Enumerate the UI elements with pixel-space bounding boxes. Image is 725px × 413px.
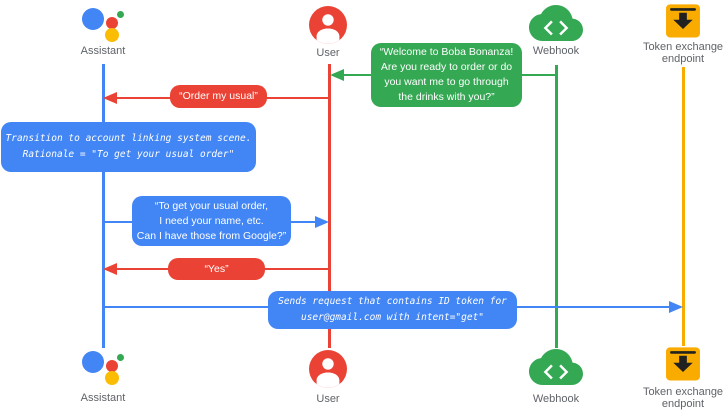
assistant-logo-red-circle xyxy=(106,360,118,372)
assistant-logo-yellow-circle xyxy=(105,28,119,42)
welcome-message-bubble: “Welcome to Boba Bonanza! Are you ready … xyxy=(371,43,522,107)
ask-permission-bubble: “To get your usual order, I need your na… xyxy=(132,196,291,246)
google-assistant-logo-bottom xyxy=(80,348,126,388)
assistant-logo-green-dot xyxy=(117,11,124,18)
token-download-box-icon-bottom xyxy=(664,345,702,387)
assistant-label-bottom: Assistant xyxy=(80,392,126,404)
order-usual-arrowhead-icon xyxy=(103,91,117,104)
ask-permission-arrowhead-icon xyxy=(315,215,329,228)
user-lifeline xyxy=(327,64,331,348)
user-avatar-icon xyxy=(309,6,347,49)
user-label-bottom: User xyxy=(316,393,340,405)
token-endpoint-lifeline xyxy=(681,67,685,346)
assistant-logo-red-circle xyxy=(106,17,118,29)
yes-arrowhead-icon xyxy=(103,262,117,275)
assistant-label-top: Assistant xyxy=(80,45,126,57)
token-download-box-icon xyxy=(664,2,702,44)
assistant-lifeline xyxy=(101,64,105,348)
order-usual-bubble: “Order my usual” xyxy=(170,85,267,108)
user-avatar-icon-bottom xyxy=(309,350,347,393)
yes-bubble: “Yes” xyxy=(168,258,265,280)
send-request-bubble: Sends request that contains ID token for… xyxy=(268,291,517,329)
assistant-logo-yellow-circle xyxy=(105,371,119,385)
user-label-top: User xyxy=(316,47,340,59)
welcome-arrowhead-icon xyxy=(330,68,344,81)
token-endpoint-label-bottom: Token exchange endpoint xyxy=(642,386,724,410)
cloud-code-icon xyxy=(529,5,583,46)
cloud-code-icon-bottom xyxy=(529,349,583,390)
google-assistant-logo xyxy=(80,5,126,45)
transition-note-box: Transition to account linking system sce… xyxy=(1,122,256,172)
assistant-logo-blue-circle xyxy=(82,8,104,30)
webhook-label-top: Webhook xyxy=(532,45,580,57)
token-endpoint-label-top: Token exchange endpoint xyxy=(642,41,724,65)
send-request-arrowhead-icon xyxy=(669,300,683,313)
assistant-logo-blue-circle xyxy=(82,351,104,373)
assistant-logo-green-dot xyxy=(117,354,124,361)
webhook-label-bottom: Webhook xyxy=(532,393,580,405)
webhook-lifeline xyxy=(554,65,558,348)
